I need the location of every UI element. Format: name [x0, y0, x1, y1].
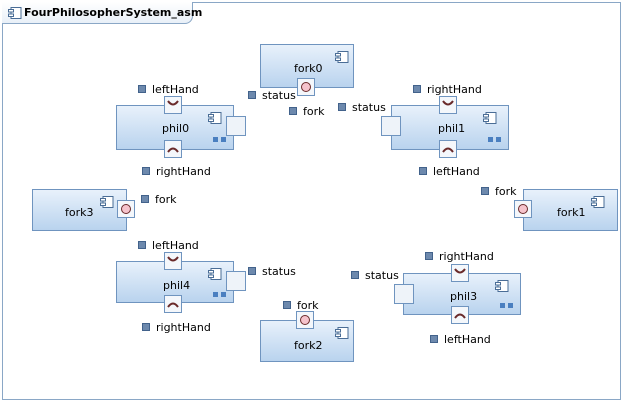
provided-interface-icon — [121, 204, 131, 214]
part-label: phil1 — [438, 122, 466, 135]
fork-port[interactable] — [297, 78, 315, 96]
port-marker — [283, 301, 291, 309]
port-label-status: status — [338, 101, 386, 114]
part-label: phil4 — [163, 279, 191, 292]
part-label: fork3 — [65, 206, 94, 219]
component-icon — [483, 112, 497, 124]
structure-icon — [213, 137, 229, 143]
status-port[interactable] — [226, 116, 246, 136]
fork-port[interactable] — [117, 200, 135, 218]
fork-port[interactable] — [296, 311, 314, 329]
port-marker — [481, 187, 489, 195]
left-hand-port[interactable] — [439, 140, 457, 158]
port-label-righthand: rightHand — [142, 321, 211, 334]
required-interface-icon — [442, 100, 454, 106]
status-port[interactable] — [394, 284, 414, 304]
component-icon — [495, 280, 509, 292]
right-hand-port[interactable] — [164, 140, 182, 158]
component-icon — [335, 51, 349, 63]
component-icon — [100, 196, 114, 208]
port-label-fork: fork — [283, 299, 319, 312]
port-marker — [248, 91, 256, 99]
port-marker — [413, 85, 421, 93]
provided-interface-icon — [300, 315, 310, 325]
required-interface-icon — [167, 100, 179, 106]
part-label: fork1 — [557, 206, 586, 219]
required-interface-icon — [167, 147, 179, 153]
part-label: phil3 — [450, 290, 478, 303]
port-label-status: status — [351, 269, 399, 282]
port-marker — [351, 271, 359, 279]
structure-icon — [213, 292, 229, 298]
required-interface-icon — [167, 302, 179, 308]
port-marker — [289, 107, 297, 115]
port-marker — [138, 85, 146, 93]
part-label: fork2 — [294, 339, 323, 352]
required-interface-icon — [454, 313, 466, 319]
port-label-fork: fork — [289, 105, 325, 118]
part-label: fork0 — [294, 62, 323, 75]
port-label-status: status — [248, 89, 296, 102]
structure-icon — [488, 137, 504, 143]
diagram-frame-tab[interactable]: FourPhilosopherSystem_asm — [2, 2, 202, 24]
component-icon — [8, 7, 22, 19]
left-hand-port[interactable] — [164, 252, 182, 270]
right-hand-port[interactable] — [439, 96, 457, 114]
port-label-lefthand: leftHand — [138, 239, 199, 252]
component-icon — [591, 196, 605, 208]
port-label-status: status — [248, 265, 296, 278]
port-label-righthand: rightHand — [142, 165, 211, 178]
port-marker — [430, 335, 438, 343]
port-label-righthand: rightHand — [413, 83, 482, 96]
port-marker — [142, 167, 150, 175]
status-port[interactable] — [381, 116, 401, 136]
provided-interface-icon — [518, 204, 528, 214]
port-label-fork: fork — [141, 193, 177, 206]
fork-port[interactable] — [514, 200, 532, 218]
port-label-lefthand: leftHand — [138, 83, 199, 96]
right-hand-port[interactable] — [164, 295, 182, 313]
left-hand-port[interactable] — [164, 96, 182, 114]
port-label-lefthand: leftHand — [430, 333, 491, 346]
component-icon — [208, 268, 222, 280]
component-icon — [335, 327, 349, 339]
port-label-fork: fork — [481, 185, 517, 198]
port-marker — [248, 267, 256, 275]
required-interface-icon — [442, 147, 454, 153]
port-marker — [425, 252, 433, 260]
part-label: phil0 — [162, 122, 190, 135]
fork-part-fork1[interactable]: fork1 — [523, 189, 618, 231]
fork-part-fork3[interactable]: fork3 — [32, 189, 127, 231]
required-interface-icon — [167, 256, 179, 262]
port-marker — [419, 167, 427, 175]
port-marker — [141, 195, 149, 203]
port-marker — [142, 323, 150, 331]
port-label-righthand: rightHand — [425, 250, 494, 263]
port-label-lefthand: leftHand — [419, 165, 480, 178]
left-hand-port[interactable] — [451, 306, 469, 324]
port-marker — [138, 241, 146, 249]
right-hand-port[interactable] — [451, 264, 469, 282]
port-marker — [338, 103, 346, 111]
provided-interface-icon — [301, 82, 311, 92]
structure-icon — [500, 303, 516, 309]
diagram-title: FourPhilosopherSystem_asm — [24, 6, 203, 19]
status-port[interactable] — [226, 271, 246, 291]
required-interface-icon — [454, 268, 466, 274]
component-icon — [208, 112, 222, 124]
